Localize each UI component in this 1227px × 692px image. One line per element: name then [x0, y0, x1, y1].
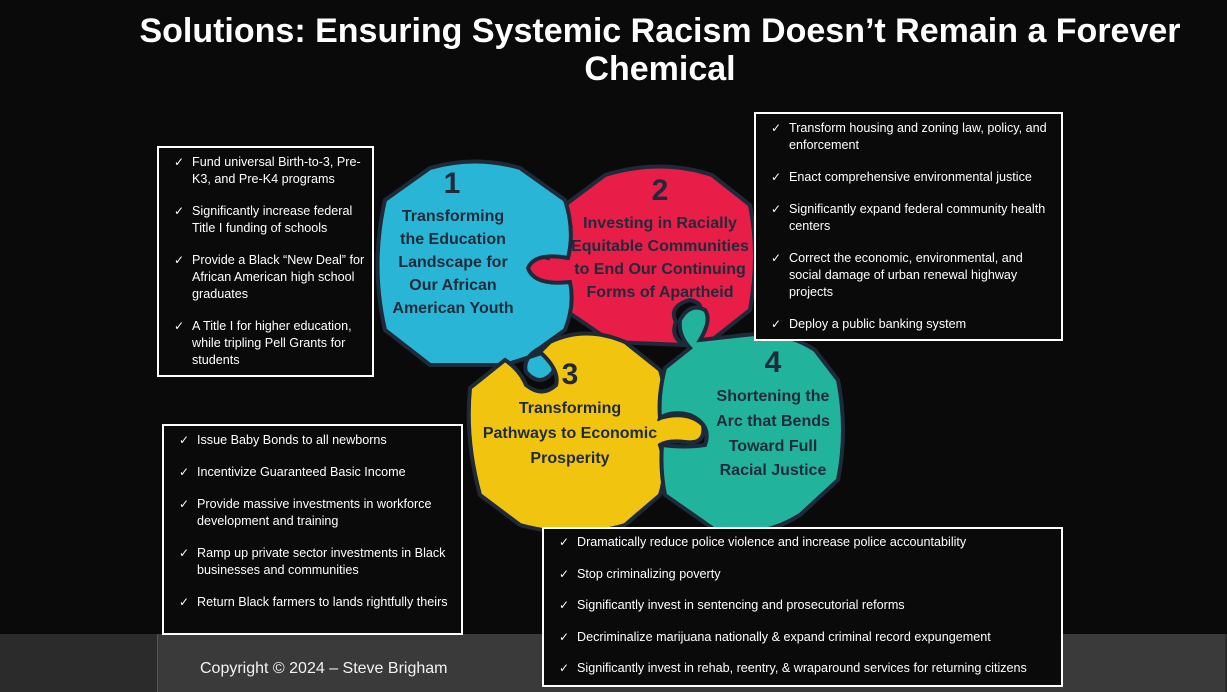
check-mark-icon: ✓	[174, 319, 185, 333]
check-mark-icon: ✓	[174, 155, 185, 169]
check-mark-icon: ✓	[559, 629, 570, 644]
list-item: ✓Ramp up private sector investments in B…	[179, 546, 446, 577]
list-item: ✓Enact comprehensive environmental justi…	[771, 170, 1032, 184]
copyright-text: Copyright © 2024 – Steve Brigham	[200, 660, 448, 677]
check-mark-icon: ✓	[771, 170, 782, 184]
piece-4-number: 4	[765, 346, 782, 379]
community-solutions-box: ✓Transform housing and zoning law, polic…	[754, 112, 1063, 341]
check-mark-icon: ✓	[174, 204, 185, 218]
piece-1-line-1: Transforming	[402, 208, 504, 225]
list-item: ✓Issue Baby Bonds to all newborns	[179, 433, 387, 447]
list-item: ✓Stop criminalizing poverty	[559, 566, 721, 581]
piece-1-line-2: the Education	[400, 231, 506, 248]
justice-solutions-box: ✓Dramatically reduce police violence and…	[542, 527, 1063, 687]
piece-2-line-2: Equitable Communities	[571, 238, 749, 255]
list-item: ✓Return Black farmers to lands rightfull…	[179, 595, 448, 609]
slide-title: Solutions: Ensuring Systemic Racism Does…	[139, 12, 1181, 88]
piece-3-number: 3	[562, 358, 579, 391]
piece-1-line-5: American Youth	[392, 300, 513, 317]
piece-2-number: 2	[652, 174, 669, 207]
check-mark-icon: ✓	[179, 433, 190, 447]
piece-1-line-4: Our African	[409, 277, 496, 294]
list-item: ✓Fund universal Birth-to-3, Pre-K3, and …	[174, 155, 361, 186]
piece-4-line-1: Shortening the	[717, 388, 830, 405]
list-item: ✓Significantly invest in rehab, reentry,…	[559, 661, 1027, 676]
education-solutions-box: ✓Fund universal Birth-to-3, Pre-K3, and …	[157, 146, 374, 377]
list-item: ✓Incentivize Guaranteed Basic Income	[179, 465, 406, 479]
economic-solutions-box: ✓Issue Baby Bonds to all newborns ✓Incen…	[162, 424, 463, 635]
puzzle-piece-4	[657, 305, 845, 535]
check-mark-icon: ✓	[771, 121, 782, 135]
list-item: ✓Significantly invest in sentencing and …	[559, 598, 905, 613]
check-mark-icon: ✓	[179, 595, 190, 609]
piece-1-number: 1	[444, 167, 461, 200]
list-item: ✓Provide a Black “New Deal” for African …	[174, 253, 365, 301]
piece-2-line-3: to End Our Continuing	[574, 261, 746, 278]
piece-4-line-3: Toward Full	[729, 438, 818, 455]
list-item: ✓Correct the economic, environmental, an…	[771, 251, 1023, 299]
check-mark-icon: ✓	[559, 566, 570, 581]
check-mark-icon: ✓	[559, 661, 570, 676]
piece-2-line-4: Forms of Apartheid	[587, 284, 734, 301]
check-mark-icon: ✓	[559, 598, 570, 613]
list-item: ✓Decriminalize marijuana nationally & ex…	[559, 629, 991, 644]
check-mark-icon: ✓	[771, 317, 782, 331]
piece-2-line-1: Investing in Racially	[583, 215, 737, 232]
piece-3-line-2: Pathways to Economic	[483, 425, 657, 442]
check-mark-icon: ✓	[179, 497, 190, 511]
piece-3-line-1: Transforming	[519, 400, 621, 417]
list-item: ✓Dramatically reduce police violence and…	[559, 535, 967, 549]
list-item: ✓A Title I for higher education, while t…	[174, 319, 352, 367]
puzzle-piece-4-shape	[657, 305, 845, 535]
check-mark-icon: ✓	[771, 202, 782, 216]
piece-4-line-2: Arc that Bends	[716, 413, 830, 430]
check-mark-icon: ✓	[174, 253, 185, 267]
piece-1-line-3: Landscape for	[398, 254, 507, 271]
list-item: ✓Significantly expand federal community …	[771, 202, 1046, 233]
list-item: ✓Provide massive investments in workforc…	[179, 497, 432, 528]
list-item: ✓Deploy a public banking system	[771, 317, 967, 331]
list-item: ✓Significantly increase federal Title I …	[174, 204, 353, 235]
check-mark-icon: ✓	[179, 465, 190, 479]
check-mark-icon: ✓	[559, 535, 570, 549]
check-mark-icon: ✓	[771, 251, 782, 265]
list-item: ✓Transform housing and zoning law, polic…	[771, 121, 1047, 152]
piece-4-line-4: Racial Justice	[720, 462, 827, 479]
check-mark-icon: ✓	[179, 546, 190, 560]
piece-3-line-3: Prosperity	[530, 450, 609, 467]
